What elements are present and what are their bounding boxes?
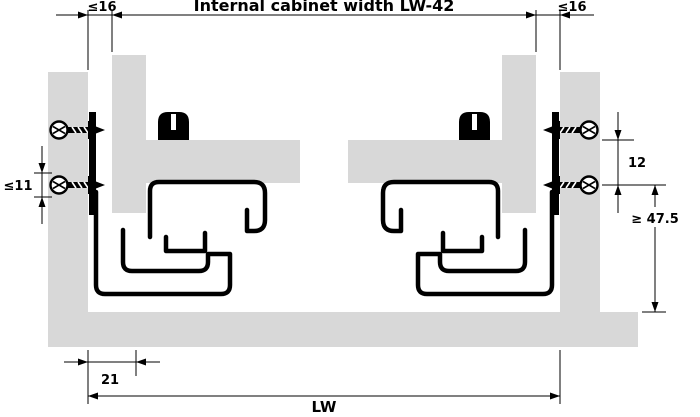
arrowhead (614, 185, 622, 195)
arrowhead (614, 130, 622, 140)
dimension-screw-offset: 12 (602, 112, 666, 213)
dim-label-left-clearance: ≤16 (88, 0, 117, 15)
dim-label-front-setback: 21 (101, 373, 119, 388)
arrowhead (651, 302, 659, 312)
cabinet-bottom-panel (62, 312, 638, 347)
right-assembly (348, 55, 600, 347)
dim-label-right-clearance: ≤16 (558, 0, 587, 15)
dimension-front-setback: 21 (64, 350, 160, 388)
dim-label-side-gap: ≤11 (4, 179, 33, 194)
arrowhead (38, 163, 46, 173)
dimension-top: ≤16 Internal cabinet width LW-42 ≤16 (56, 0, 594, 70)
arrowhead (550, 392, 560, 400)
arrowhead (78, 11, 88, 19)
arrowhead (38, 197, 46, 207)
arrowhead (651, 185, 659, 195)
arrowhead (112, 11, 122, 19)
dim-label-screw-offset: 12 (628, 156, 646, 171)
dimension-side-gap: ≤11 (4, 146, 52, 224)
label-background (628, 207, 682, 227)
dim-label-cabinet-width: LW (312, 398, 337, 416)
dimension-cabinet-width: LW (87, 350, 561, 416)
arrowhead (78, 358, 88, 366)
arrowhead (526, 11, 536, 19)
diagram-title: Internal cabinet width LW-42 (194, 0, 455, 15)
arrowhead (136, 358, 146, 366)
dim-label-min-height: ≥ 47.5 (631, 212, 679, 227)
left-assembly (48, 55, 300, 347)
dimension-min-height: ≥ 47.5 (628, 185, 682, 313)
arrowhead (88, 392, 98, 400)
arrowhead (560, 11, 570, 19)
